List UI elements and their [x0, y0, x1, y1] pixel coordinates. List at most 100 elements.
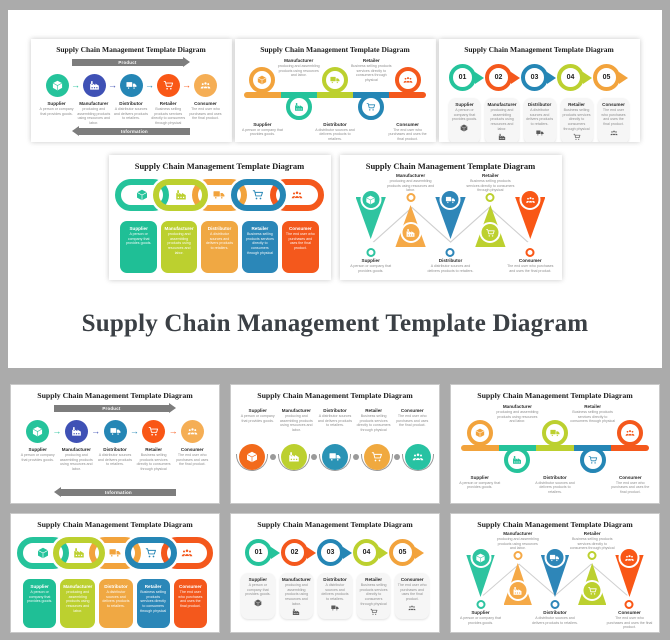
factory-icon	[294, 102, 304, 112]
slide-flow-arrows[interactable]: Supply Chain Management Template Diagram…	[30, 39, 232, 142]
slide-flow-arrows[interactable]: Supply Chain Management Template Diagram…	[10, 384, 220, 504]
entity-circle	[181, 420, 204, 443]
arrow-head-right-icon	[168, 403, 176, 413]
entity-circle	[581, 580, 603, 601]
entity-label: Distributor	[543, 474, 567, 480]
slide-numbered[interactable]: Supply Chain Management Template Diagram…	[438, 39, 640, 142]
cart-icon	[587, 586, 597, 596]
entity-label: Supplier	[361, 258, 380, 263]
slide-triangles[interactable]: Supply Chain Management Template Diagram…	[339, 155, 562, 280]
slide-ribbon[interactable]: Supply Chain Management Template Diagram…	[450, 384, 660, 504]
entity-desc: producing and assembling products using …	[279, 414, 313, 433]
entity-desc: The end user who purchases and uses the …	[189, 107, 222, 121]
factory-icon	[513, 586, 523, 596]
entity-label: Consumer	[400, 577, 424, 582]
people-icon	[624, 553, 634, 563]
entity-desc: The end user who purchases and uses the …	[601, 108, 626, 127]
entity-label: Consumer	[288, 226, 312, 231]
entity-desc: A distributor sources and delivers produ…	[525, 108, 554, 127]
slide-dots[interactable]: Supply Chain Management Template Diagram…	[230, 384, 440, 504]
entity-circle	[360, 189, 382, 210]
slide-ribbon[interactable]: Supply Chain Management Template Diagram…	[234, 39, 436, 142]
box-icon	[52, 80, 63, 91]
entity-circle	[542, 419, 568, 446]
entity-label: Supplier	[129, 226, 148, 231]
ring-decoration	[406, 193, 416, 202]
entity-desc: A person or company that provides goods.	[350, 264, 392, 273]
slide-chain[interactable]: Supply Chain Management Template Diagram…	[108, 155, 331, 280]
entity-label: Manufacturer	[281, 577, 311, 582]
factory-icon	[175, 189, 187, 201]
slide-title: Supply Chain Management Template Diagram	[477, 391, 633, 400]
entity-desc: The end user who purchases and uses the …	[507, 264, 554, 273]
entity-label: Manufacturer	[63, 584, 93, 589]
entity-desc: producing and assembling products using …	[277, 64, 320, 78]
entity-desc: A person or company that provides goods.	[26, 590, 53, 604]
entity-circle	[249, 66, 276, 93]
slide-chain[interactable]: Supply Chain Management Template Diagram…	[10, 513, 220, 633]
ribbon-segment	[611, 444, 650, 451]
entity-desc: producing and assembling products using …	[490, 108, 514, 131]
factory-icon	[73, 547, 85, 559]
entity-desc: The end user who purchases and uses the …	[176, 453, 209, 467]
flow-arrow-icon: →	[108, 80, 117, 90]
entity-circle	[360, 443, 393, 476]
truck-icon	[535, 129, 544, 137]
entity-desc: A distributor sources and delivers produ…	[102, 590, 130, 609]
ring-decoration	[587, 551, 597, 560]
ring-decoration	[513, 551, 523, 560]
entity-circle	[64, 420, 88, 443]
entity-desc: Business selling products services direc…	[356, 414, 391, 433]
entity-label: Retailer	[584, 404, 602, 409]
entity-circle	[618, 547, 640, 568]
entity-label: Manufacturer	[281, 408, 311, 413]
flow-arrow-icon: →	[168, 426, 178, 436]
step-arrow-icon	[379, 546, 388, 559]
ring-decoration	[366, 248, 376, 257]
entity-circle	[504, 446, 531, 473]
entity-circle	[235, 443, 268, 476]
step-number-circle: 03	[317, 539, 344, 566]
truck-icon	[329, 451, 341, 463]
entity-label: Retailer	[145, 447, 163, 452]
entity-label: Retailer	[583, 531, 601, 536]
slide-triangles[interactable]: Supply Chain Management Template Diagram…	[450, 513, 660, 633]
cart-icon	[148, 426, 159, 437]
entity-desc: A person or company that provides goods.	[126, 232, 152, 246]
step-number-circle: 04	[353, 539, 380, 566]
slide-numbered[interactable]: Supply Chain Management Template Diagram…	[230, 513, 440, 633]
entity-desc: A distributor sources and delivers produ…	[427, 264, 474, 273]
featured-slides-row-2: Supply Chain Management Template Diagram…	[8, 155, 662, 280]
page-title: Supply Chain Management Template Diagram	[81, 310, 589, 337]
entity-label: Distributor	[207, 226, 232, 231]
entity-desc: producing and assembling products using …	[387, 179, 435, 193]
entity-circle	[319, 443, 352, 476]
entity-label: Supplier	[253, 121, 272, 127]
